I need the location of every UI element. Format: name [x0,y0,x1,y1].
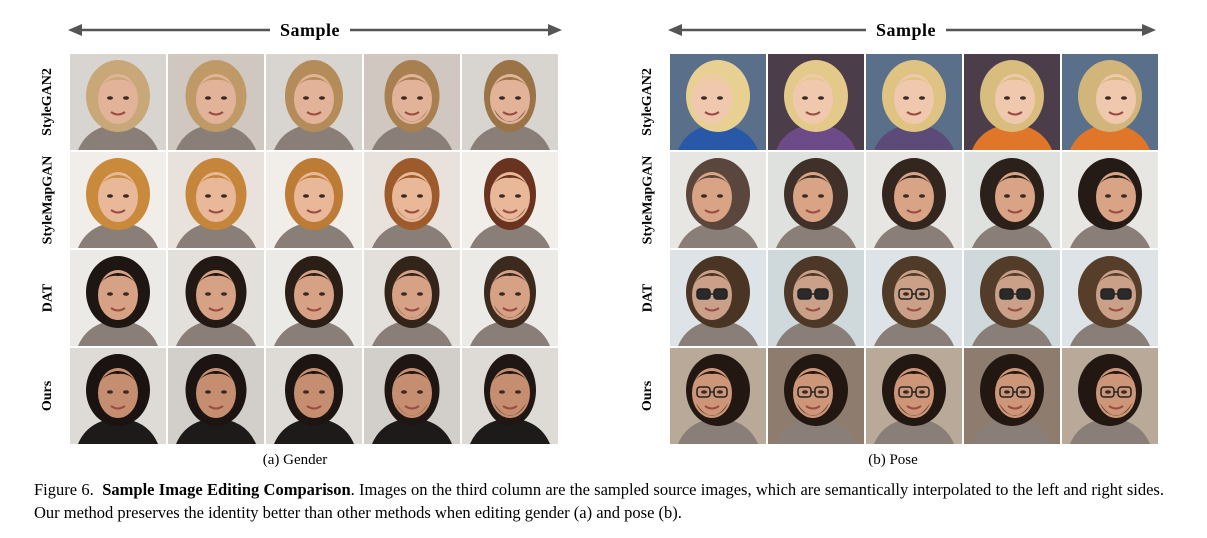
face-image [364,152,460,248]
face-image [768,348,864,444]
face-image [266,152,362,248]
face-image [964,54,1060,150]
row-label: StyleGAN2 [640,68,656,136]
panel-pose: Sample StyleGAN2 StyleMapGAN DAT Ours (b… [628,0,1158,478]
face-image [462,250,558,346]
face-image [866,348,962,444]
row-label: StyleMapGAN [40,155,56,245]
face-image [964,348,1060,444]
face-image [1062,152,1158,248]
face-image [364,250,460,346]
figure-caption: Figure 6. Sample Image Editing Compariso… [34,478,1164,524]
face-image [768,152,864,248]
face-image [670,348,766,444]
sample-arrow-header: Sample [668,16,1156,44]
face-image [866,250,962,346]
face-image [168,152,264,248]
face-image [70,152,166,248]
face-image [70,250,166,346]
face-image [266,348,362,444]
panel-gender: Sample StyleGAN2 StyleMapGAN DAT Ours (a… [28,0,562,478]
caption-body: . Images on the third column are the sam… [34,480,1164,522]
face-image [168,250,264,346]
face-image [670,250,766,346]
face-image [266,54,362,150]
face-image [768,54,864,150]
sample-label: Sample [866,20,947,41]
row-label: DAT [640,283,655,313]
face-image [1062,348,1158,444]
figure-label: Figure 6. [34,480,94,499]
caption-title: Sample Image Editing Comparison [102,480,351,499]
row-label: Ours [640,380,655,412]
face-image [964,250,1060,346]
face-image [462,54,558,150]
sample-label: Sample [270,20,351,41]
row-label: StyleMapGAN [640,155,656,245]
face-image [462,348,558,444]
face-image [670,152,766,248]
row-label: Ours [40,380,55,412]
face-image [70,54,166,150]
face-image [70,348,166,444]
face-image [266,250,362,346]
row-label: StyleGAN2 [40,68,56,136]
face-image [364,348,460,444]
face-image [866,54,962,150]
subcaption: (a) Gender [262,452,328,468]
face-image [1062,250,1158,346]
face-image [768,250,864,346]
face-image [462,152,558,248]
face-image [364,54,460,150]
subcaption: (b) Pose [868,452,918,468]
face-image [168,54,264,150]
face-image [670,54,766,150]
face-image [866,152,962,248]
face-image [168,348,264,444]
sample-arrow-header: Sample [68,16,562,44]
row-label: DAT [40,283,55,313]
face-image [1062,54,1158,150]
face-image [964,152,1060,248]
